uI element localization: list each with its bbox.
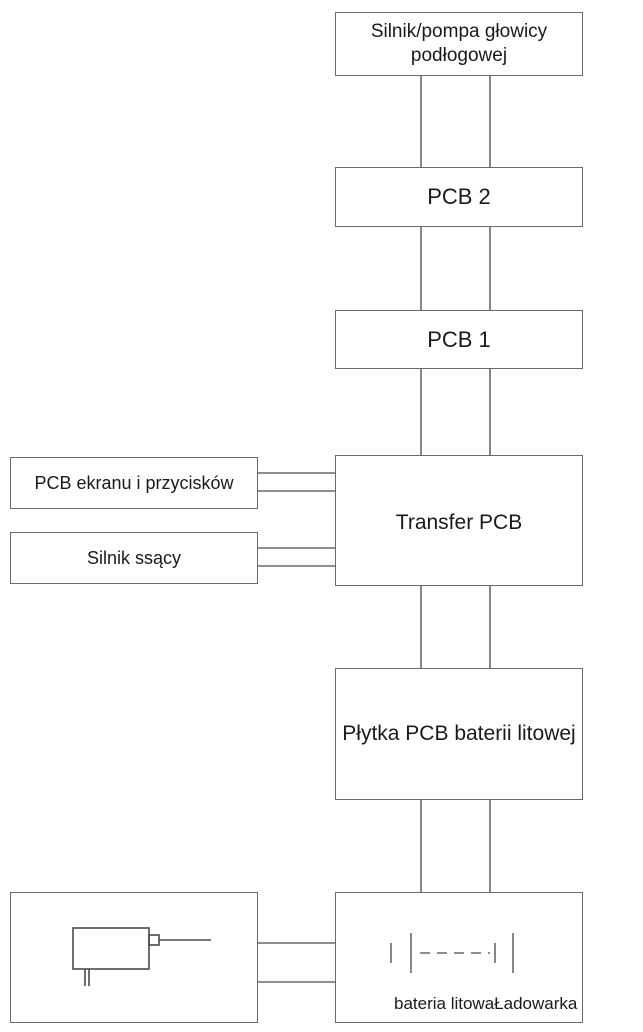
- battery-symbol-icon: [390, 933, 514, 973]
- transfer-pcb-box: Transfer PCB: [335, 455, 583, 586]
- pcb2-box: PCB 2: [335, 167, 583, 227]
- screen-buttons-pcb-label: PCB ekranu i przycisków: [34, 472, 234, 493]
- screen-buttons-pcb-box: PCB ekranu i przycisków: [10, 457, 258, 509]
- head-motor-label: Silnik/pompa głowicy podłogowej: [370, 21, 548, 66]
- pcb1-box: PCB 1: [335, 310, 583, 369]
- lithium-battery-pcb-label: Płytka PCB baterii litowej: [342, 721, 576, 745]
- suction-motor-box: Silnik ssący: [10, 532, 258, 584]
- battery-box: [335, 892, 583, 1023]
- pcb1-label: PCB 1: [427, 326, 491, 352]
- charger-box: [10, 892, 258, 1023]
- lithium-battery-pcb-box: Płytka PCB baterii litowej: [335, 668, 583, 800]
- pcb2-label: PCB 2: [427, 184, 491, 210]
- transfer-pcb-label: Transfer PCB: [395, 511, 523, 534]
- battery-charger-caption: bateria litowaŁadowarka: [394, 994, 578, 1013]
- head-motor-box: Silnik/pompa głowicy podłogowej: [335, 12, 583, 76]
- charger-plug-icon: [72, 927, 211, 986]
- suction-motor-label: Silnik ssący: [86, 547, 182, 568]
